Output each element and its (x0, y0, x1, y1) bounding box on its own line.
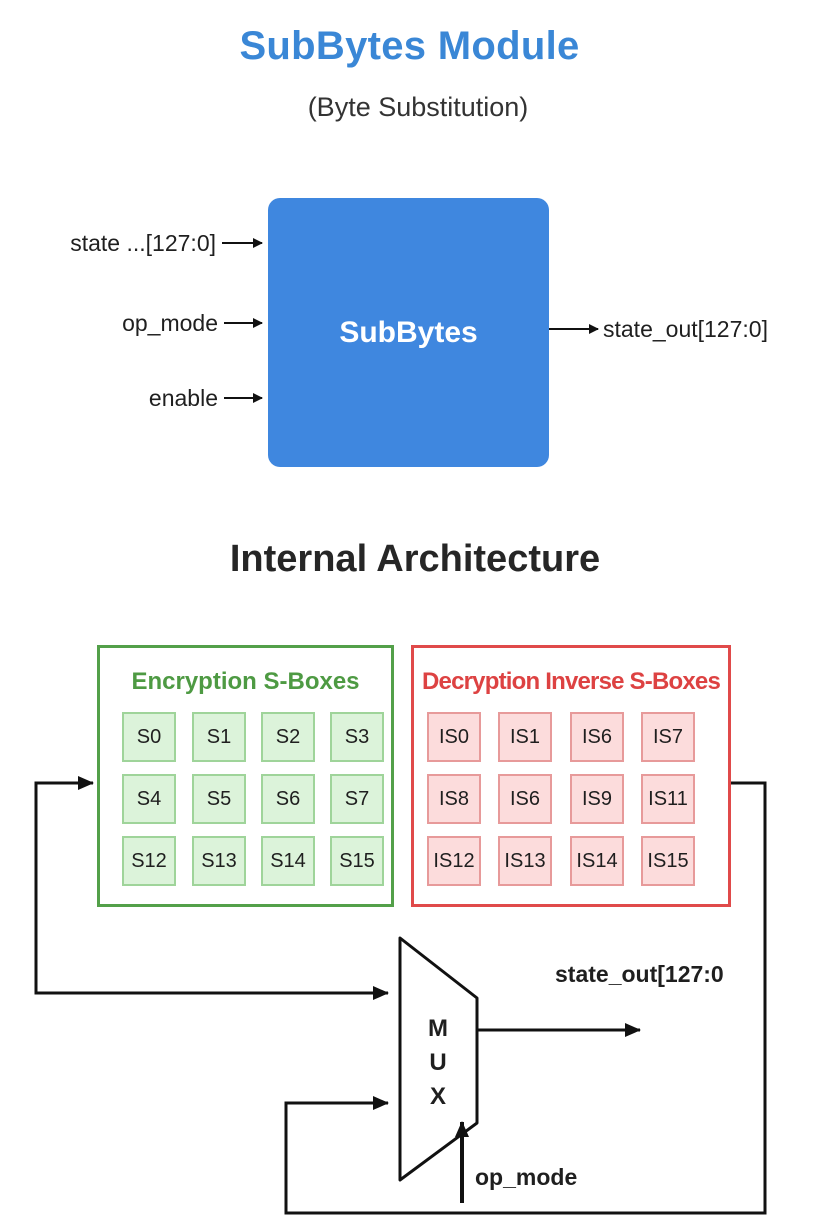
input-port-op-mode: op_mode (122, 310, 218, 336)
decryption-inverse-sbox-panel: Decryption Inverse S-Boxes IS0 IS1 IS6 I… (411, 645, 731, 907)
wire-right-loop (284, 781, 767, 1215)
sbox-cell: S13 (192, 836, 246, 886)
inverse-sbox-cell: IS13 (498, 836, 552, 886)
inverse-sbox-cell: IS7 (641, 712, 695, 762)
inverse-sbox-cell: IS1 (498, 712, 552, 762)
subbytes-module-block: SubBytes (268, 198, 549, 467)
decryption-panel-title: Decryption Inverse S-Boxes (422, 668, 721, 695)
sbox-cell: S0 (122, 712, 176, 762)
diagram-title: SubBytes Module (239, 24, 580, 68)
sbox-cell: S6 (261, 774, 315, 824)
mux-letter: U (429, 1049, 447, 1076)
inverse-sbox-cell: IS14 (570, 836, 624, 886)
encryption-panel-title: Encryption S-Boxes (131, 668, 360, 695)
mux-letter: M (428, 1015, 448, 1042)
inverse-sbox-cell: IS8 (427, 774, 481, 824)
sbox-cell: S3 (330, 712, 384, 762)
sbox-cell: S12 (122, 836, 176, 886)
input-port-enable: enable (148, 385, 218, 411)
mux-letter: X (429, 1083, 446, 1110)
input-port-state: state ...[127:0] (70, 230, 216, 256)
sbox-cell: S5 (192, 774, 246, 824)
inverse-sbox-cell: IS11 (641, 774, 695, 824)
sbox-cell: S14 (261, 836, 315, 886)
sbox-cell: S15 (330, 836, 384, 886)
inverse-sbox-cell: IS12 (427, 836, 481, 886)
mux-select-label: op_mode (475, 1164, 578, 1190)
inverse-sbox-cell: IS0 (427, 712, 481, 762)
output-port-state-out: state_out[127:0] (603, 316, 768, 342)
encryption-sbox-panel: Encryption S-Boxes S0 S1 S2 S3 S4 S5 S6 … (97, 645, 394, 907)
sbox-cell: S4 (122, 774, 176, 824)
sbox-cell: S1 (192, 712, 246, 762)
mux-shape (398, 936, 479, 1182)
wire-left-loop (34, 781, 385, 995)
inverse-sbox-cell: IS6 (570, 712, 624, 762)
diagram-subtitle: (Byte Substitution) (307, 92, 529, 122)
sbox-cell: S7 (330, 774, 384, 824)
inverse-sbox-cell: IS6 (498, 774, 552, 824)
sbox-cell: S2 (261, 712, 315, 762)
module-label: SubBytes (339, 315, 478, 349)
internal-architecture-heading: Internal Architecture (229, 538, 601, 580)
mux-output-label: state_out[127:0 (555, 961, 724, 987)
inverse-sbox-cell: IS9 (570, 774, 624, 824)
inverse-sbox-cell: IS15 (641, 836, 695, 886)
